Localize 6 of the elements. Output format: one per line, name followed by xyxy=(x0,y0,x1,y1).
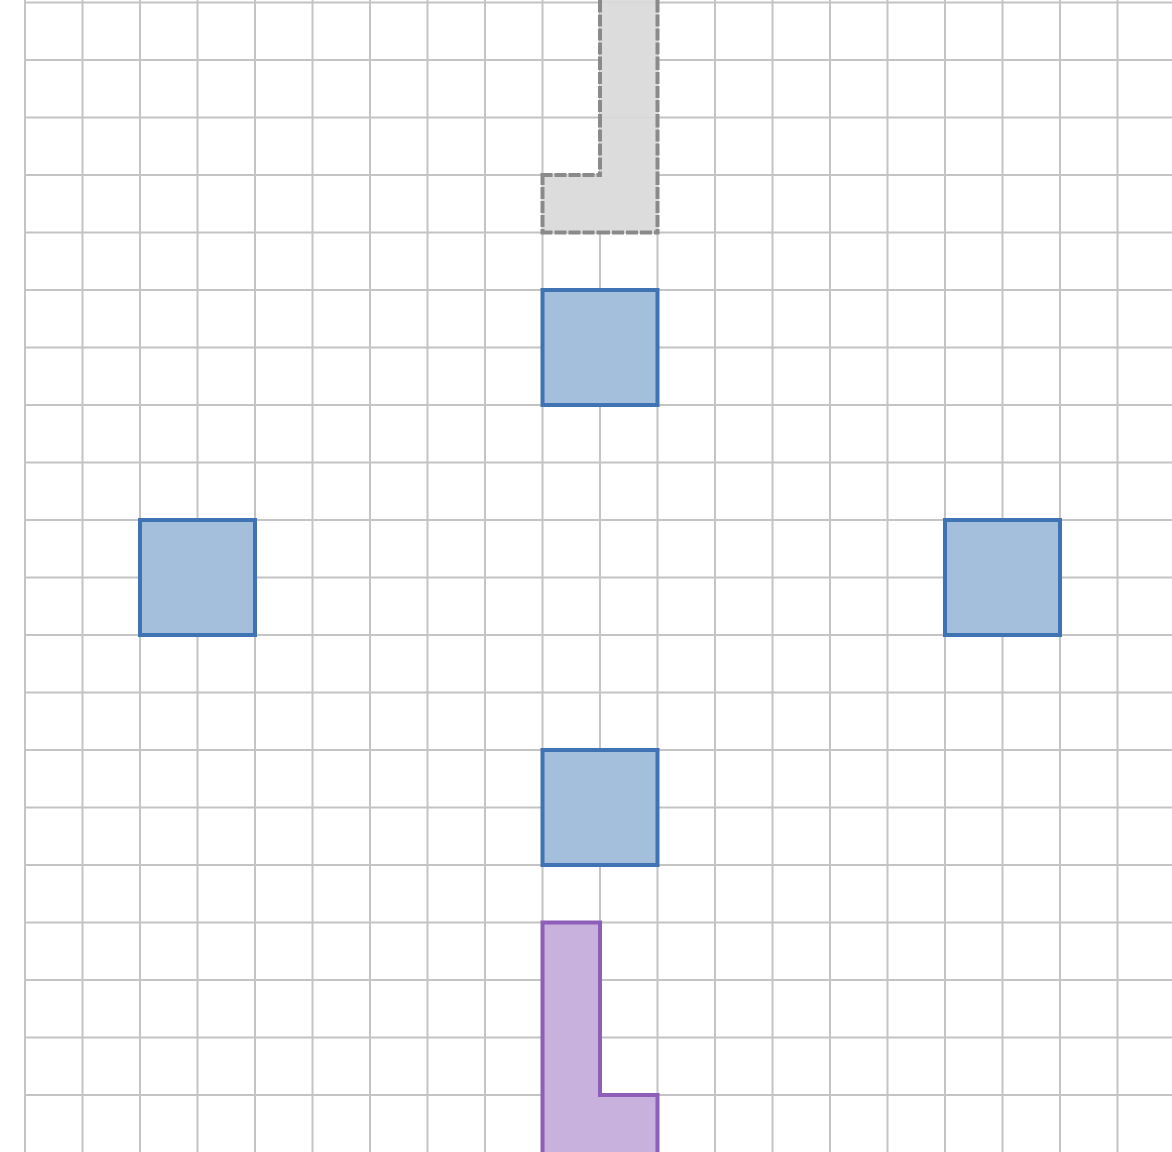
l-shaped-tile xyxy=(540,0,660,235)
square-tile xyxy=(138,518,257,637)
l-shaped-tile xyxy=(540,920,660,1152)
square-tile xyxy=(540,748,660,867)
square-tile xyxy=(943,518,1062,637)
square-tile xyxy=(540,288,660,407)
